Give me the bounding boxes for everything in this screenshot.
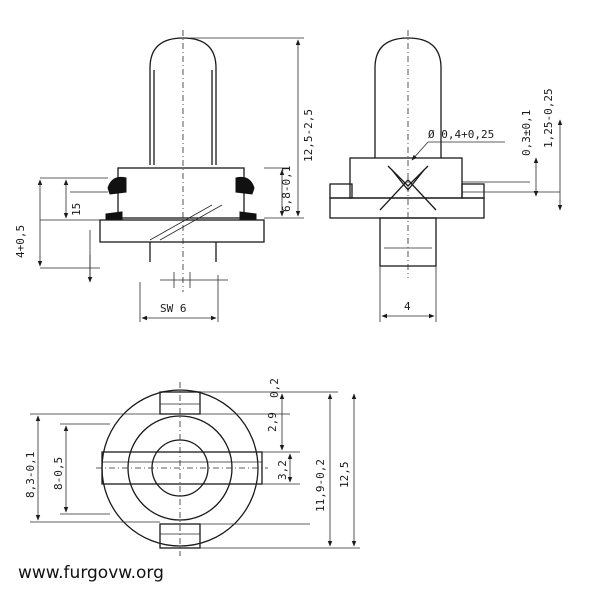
base-block-right (349, 157, 463, 199)
dim-sw6: SW 6 (160, 302, 187, 315)
dim-8-3: 8,3-0,1 (24, 452, 37, 498)
watermark-text: www.furgovw.org (18, 563, 164, 583)
dim-4: 4+0,5 (14, 225, 27, 258)
dim-15: 15 (70, 203, 83, 216)
dim-8: 8-0,5 (52, 457, 65, 490)
dim-0-3: 0,3±0,1 (520, 110, 533, 156)
dim-1-25: 1,25-0,25 (542, 88, 555, 148)
dim-0-2: 0,2 (268, 378, 281, 398)
dim-2-9: 2,9 (266, 412, 279, 432)
dim-4-right: 4 (404, 300, 411, 313)
mounting-plate-right (329, 197, 485, 219)
dim-diameter: Ø 0,4+0,25 (428, 128, 494, 141)
bulb-outline (149, 37, 217, 165)
right-contact (235, 177, 255, 195)
side-view-left: 12,5-2,5 6,8-0,1 15 4+0,5 SW 6 (14, 30, 315, 322)
bulb-outline-right (374, 37, 442, 158)
top-view: 0,2 2,9 3,2 11,9-0,2 12,5 8,3-0,1 8-0,5 (24, 378, 360, 556)
dim-11-9: 11,9-0,2 (314, 459, 327, 512)
dim-12-5-bottom: 12,5 (338, 462, 351, 489)
side-view-right: Ø 0,4+0,25 0,3±0,1 1,25-0,25 4 (329, 30, 563, 322)
dim-3-2: 3,2 (276, 460, 289, 480)
mounting-plate (99, 219, 265, 243)
left-contact (107, 177, 127, 195)
dim-12-5: 12,5-2,5 (302, 109, 315, 162)
bulb-base (117, 167, 245, 219)
dim-6-8: 6,8-0,1 (280, 166, 293, 212)
